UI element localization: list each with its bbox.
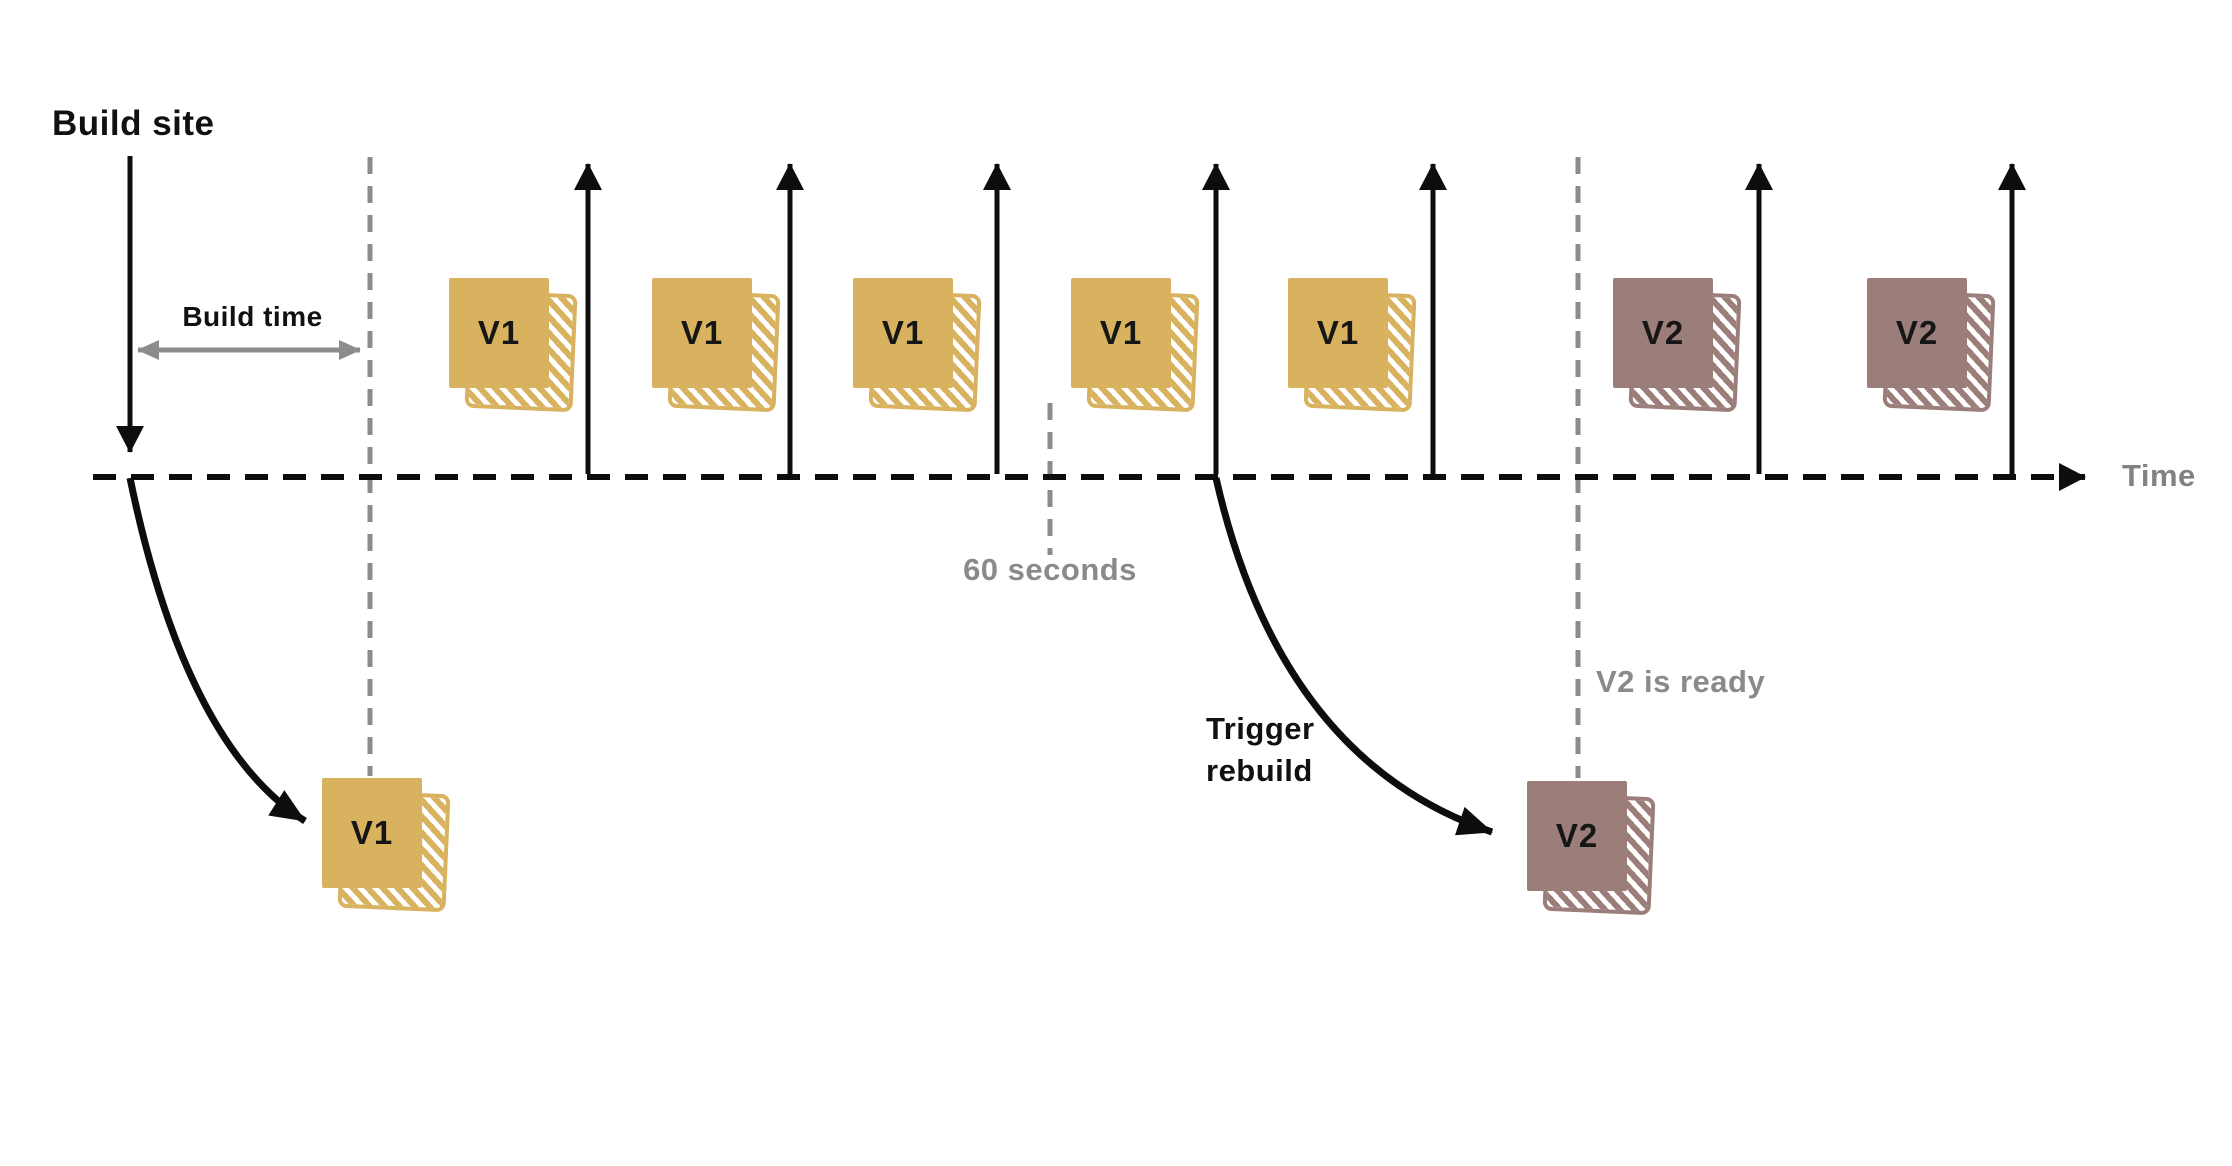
trigger-rebuild-curve-arrow [1212, 477, 1494, 836]
served-doc-v1-icon: V1 [652, 278, 781, 413]
served-doc-v2-icon: V2 [1867, 278, 1996, 413]
served-doc-v1-icon: V1 [853, 278, 982, 413]
initial-build-curve-arrow [126, 477, 307, 824]
doc-version-label: V2 [1895, 314, 1939, 351]
doc-version-label: V2 [1555, 817, 1599, 854]
built-doc-v1-icon: V1 [322, 778, 451, 913]
doc-front-sheet: V1 [652, 278, 752, 388]
doc-front-sheet: V2 [1527, 781, 1627, 891]
doc-front-sheet: V2 [1867, 278, 1967, 388]
trigger-rebuild-line1: Trigger [1206, 711, 1315, 746]
doc-front-sheet: V1 [1288, 278, 1388, 388]
trigger-rebuild-label: Trigger rebuild [1206, 708, 1315, 792]
doc-front-sheet: V1 [322, 778, 422, 888]
doc-front-sheet: V1 [853, 278, 953, 388]
time-axis-label: Time [2122, 458, 2196, 493]
doc-version-label: V2 [1641, 314, 1685, 351]
doc-front-sheet: V1 [1071, 278, 1171, 388]
doc-version-label: V1 [350, 814, 394, 851]
served-doc-v1-icon: V1 [1071, 278, 1200, 413]
trigger-rebuild-line2: rebuild [1206, 753, 1313, 788]
build-site-label: Build site [52, 104, 215, 143]
build-time-label: Build time [182, 301, 323, 332]
sixty-seconds-label: 60 seconds [963, 552, 1137, 587]
doc-version-label: V1 [1316, 314, 1360, 351]
doc-front-sheet: V1 [449, 278, 549, 388]
doc-front-sheet: V2 [1613, 278, 1713, 388]
doc-version-label: V1 [477, 314, 521, 351]
doc-version-label: V1 [1099, 314, 1143, 351]
built-doc-v2-icon: V2 [1527, 781, 1656, 916]
doc-version-label: V1 [881, 314, 925, 351]
served-doc-v1-icon: V1 [449, 278, 578, 413]
v2-ready-label: V2 is ready [1596, 664, 1766, 699]
served-doc-v1-icon: V1 [1288, 278, 1417, 413]
served-doc-v2-icon: V2 [1613, 278, 1742, 413]
doc-version-label: V1 [680, 314, 724, 351]
